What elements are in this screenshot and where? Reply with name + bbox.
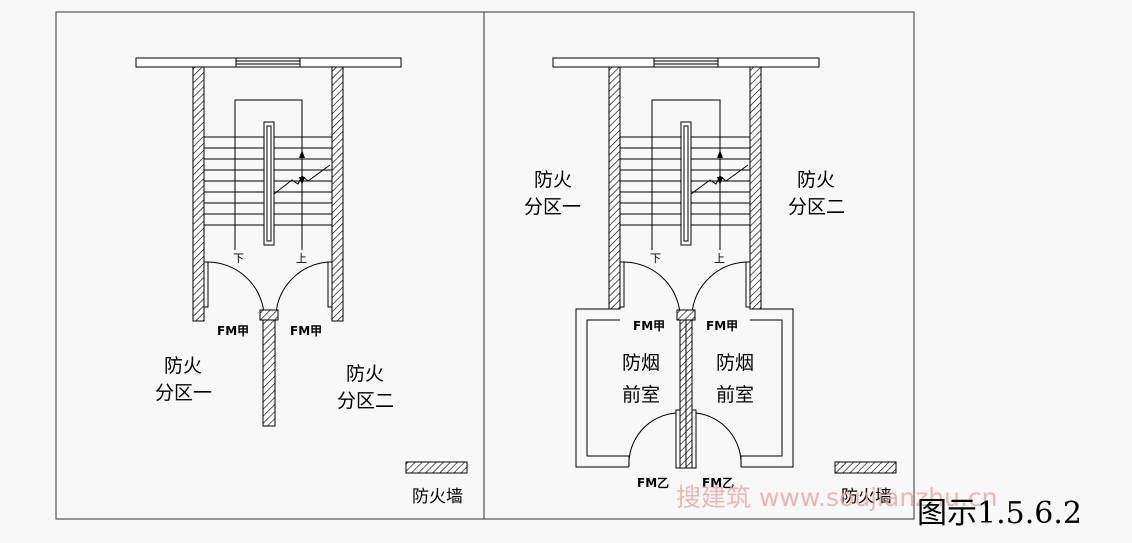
right-top-wall-b xyxy=(717,57,820,68)
left-zone-two-line2: 分区二 xyxy=(337,390,394,412)
right-upper-door-leaf-left xyxy=(619,261,625,308)
vestibule-right-line2: 前室 xyxy=(716,384,754,406)
left-zone-one-line1: 防火 xyxy=(164,355,202,377)
right-lower-door-label-left: FM乙 xyxy=(637,476,669,490)
left-vestibule-outer-wall xyxy=(575,308,629,468)
right-top-wall-a xyxy=(552,57,655,68)
right-upper-door-swing-left xyxy=(623,261,681,314)
right-upper-door-swing-right xyxy=(691,261,747,314)
left-door-label-left: FM甲 xyxy=(217,324,249,338)
right-stair-wall-right xyxy=(749,66,762,310)
left-panel: 下 上 FM甲 FM甲 防火 分区一 防火 分区二 防火墙 xyxy=(135,57,468,507)
left-window xyxy=(235,57,301,68)
left-up-arrow xyxy=(299,150,305,158)
watermark: 搜建筑 www.soujianzhu.cn xyxy=(676,483,998,512)
right-legend-label: 防火墙 xyxy=(841,487,892,507)
right-up-arrow xyxy=(717,150,723,158)
left-top-wall-b xyxy=(299,57,402,68)
vestibule-left-line2: 前室 xyxy=(622,384,660,406)
left-stair-wall-right xyxy=(331,66,344,322)
left-center-fire-wall xyxy=(262,319,276,427)
right-lower-door-swing-right xyxy=(695,412,742,468)
right-vestibule-outer-wall xyxy=(741,308,794,468)
left-top-wall-a xyxy=(135,57,237,68)
right-zone-one-line2: 分区一 xyxy=(524,196,581,218)
left-zone-one-line2: 分区一 xyxy=(155,382,212,404)
right-upper-door-label-right: FM甲 xyxy=(706,319,738,333)
left-stair-down-label: 下 xyxy=(233,252,244,265)
left-door-swing-left xyxy=(207,261,265,314)
right-upper-door-leaf-right xyxy=(745,261,751,308)
vestibule-right-line1: 防烟 xyxy=(716,352,754,374)
right-stair-down-label: 下 xyxy=(650,252,661,265)
right-zone-one-line1: 防火 xyxy=(534,169,572,191)
left-door-label-right: FM甲 xyxy=(290,324,322,338)
right-legend-swatch xyxy=(834,461,897,474)
right-upper-door-label-left: FM甲 xyxy=(633,319,665,333)
right-stair-wall-left xyxy=(608,66,621,310)
right-panel: 下 上 FM甲 FM甲 防烟 前室 防烟 前室 FM乙 FM乙 防火 xyxy=(524,57,897,507)
left-panel-frame xyxy=(55,11,485,520)
left-door-leaf-right xyxy=(327,261,333,308)
left-door-swing-right xyxy=(275,261,329,314)
left-handrail xyxy=(263,121,275,246)
right-zone-two-line1: 防火 xyxy=(797,169,835,191)
left-stair-up-label: 上 xyxy=(296,252,307,265)
right-lower-door-leaf-left xyxy=(675,409,681,469)
right-lower-door-leaf-right xyxy=(691,409,697,469)
vestibule-left-line1: 防烟 xyxy=(622,352,660,374)
left-legend-label: 防火墙 xyxy=(412,487,463,507)
right-handrail xyxy=(680,121,692,246)
right-lower-door-swing-left xyxy=(628,412,677,468)
left-zone-two-line1: 防火 xyxy=(346,363,384,385)
left-legend-swatch xyxy=(405,461,468,474)
right-window xyxy=(653,57,719,68)
right-zone-two-line2: 分区二 xyxy=(788,196,845,218)
left-stair-wall-left xyxy=(192,66,205,322)
right-stair-up-label: 上 xyxy=(714,252,725,265)
figure-caption: 图示1.5.6.2 xyxy=(917,496,1082,531)
left-door-leaf-left xyxy=(203,261,209,308)
right-panel-frame xyxy=(483,11,915,520)
right-lower-door-label-right: FM乙 xyxy=(702,476,734,490)
